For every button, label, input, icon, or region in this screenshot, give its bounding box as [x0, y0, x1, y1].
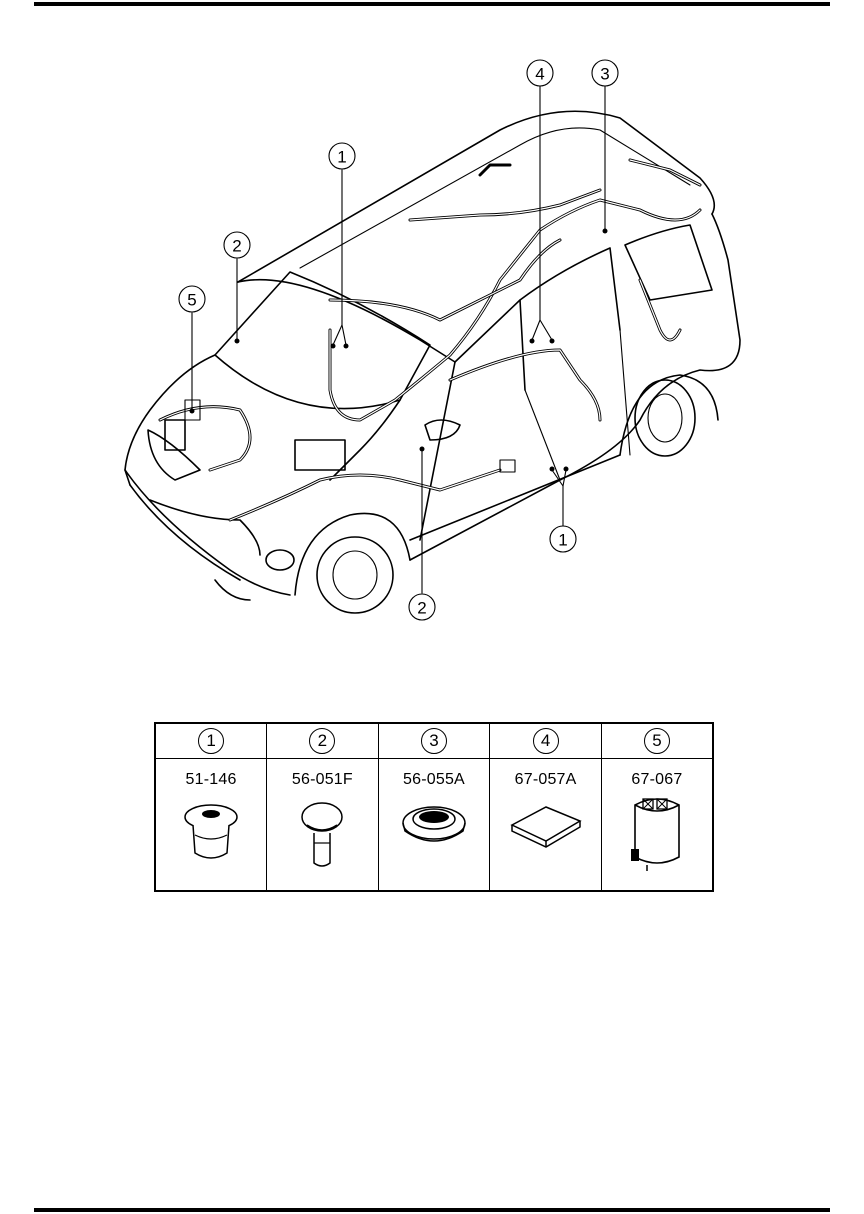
part-number-1: 51-146	[185, 771, 237, 788]
connector-cover-icon	[630, 798, 680, 871]
part-cell-4: 67-057A	[489, 758, 602, 892]
callout-5: 5	[178, 285, 206, 313]
top-rule	[34, 2, 830, 6]
part-number-3: 56-055A	[403, 771, 465, 788]
part-cell-5: 67-067	[600, 758, 714, 892]
col-1-number: 1	[154, 722, 268, 759]
leader-lines	[189, 85, 608, 594]
push-clip-icon	[301, 802, 344, 867]
col-4-number: 4	[489, 722, 602, 759]
svg-text:2: 2	[232, 237, 241, 256]
svg-text:2: 2	[417, 599, 426, 618]
callout-2-upper: 2	[223, 231, 251, 259]
callout-1-lower: 1	[549, 525, 577, 553]
part-cell-1: 51-146	[154, 758, 268, 892]
svg-text:4: 4	[535, 65, 544, 84]
round-grommet-icon	[402, 806, 466, 842]
parts-table-body-row: 51-146 56-051F 56-055A	[154, 758, 714, 892]
callout-3: 3	[591, 59, 619, 87]
col-2-number: 2	[266, 722, 379, 759]
part-cell-3: 56-055A	[377, 758, 491, 892]
part-number-2: 56-051F	[291, 771, 353, 788]
part-cell-2: 56-051F	[266, 758, 379, 892]
parts-table-header-row: 1 2 3 4 5	[154, 722, 714, 759]
svg-text:5: 5	[187, 291, 196, 310]
vehicle-outline	[124, 110, 741, 614]
vehicle-wiring-diagram: 1 1 2 2 3 4 5	[124, 59, 741, 621]
svg-text:1: 1	[558, 531, 567, 550]
part-number-5: 67-067	[631, 771, 683, 788]
grommet-plug-icon	[184, 804, 238, 859]
svg-text:3: 3	[600, 65, 609, 84]
parts-table: 1 2 3 4 5 51-146 56-051F 56-055A	[154, 722, 714, 892]
pad-icon	[509, 806, 582, 848]
col-5-number: 5	[600, 722, 714, 759]
callout-2-lower: 2	[408, 593, 436, 621]
svg-text:1: 1	[337, 148, 346, 167]
bottom-rule	[34, 1208, 830, 1212]
callout-1-upper: 1	[328, 142, 356, 170]
callout-4: 4	[526, 59, 554, 87]
col-3-number: 3	[377, 722, 491, 759]
wire-harness	[158, 158, 702, 522]
part-number-4: 67-057A	[514, 771, 577, 788]
